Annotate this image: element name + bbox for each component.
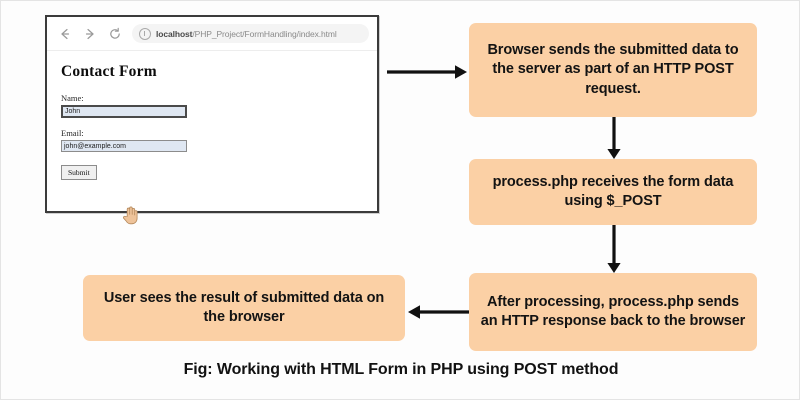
arrow-right-icon[interactable] bbox=[80, 24, 99, 43]
hand-pointer-icon bbox=[122, 205, 139, 225]
email-input[interactable]: john@example.com bbox=[61, 140, 187, 152]
browser-toolbar: localhost/PHP_Project/FormHandling/index… bbox=[47, 17, 377, 51]
arrow-box1-to-box2 bbox=[605, 117, 623, 166]
flow-box-after-processing: After processing, process.php sends an H… bbox=[469, 273, 757, 351]
info-circle-icon bbox=[139, 27, 151, 40]
flow-box-user-sees: User sees the result of submitted data o… bbox=[83, 275, 405, 341]
arrow-box2-to-box3 bbox=[605, 225, 623, 280]
arrow-left-icon[interactable] bbox=[55, 24, 74, 43]
arrow-box3-to-box4 bbox=[407, 303, 473, 326]
flow-box-process-receives: process.php receives the form data using… bbox=[469, 159, 757, 225]
browser-window-mockup: localhost/PHP_Project/FormHandling/index… bbox=[45, 15, 379, 225]
url-host: localhost bbox=[156, 28, 193, 39]
reload-icon[interactable] bbox=[105, 24, 124, 43]
name-input[interactable]: John bbox=[61, 105, 187, 118]
address-bar-url: localhost/PHP_Project/FormHandling/index… bbox=[156, 29, 337, 39]
address-bar[interactable]: localhost/PHP_Project/FormHandling/index… bbox=[132, 24, 369, 43]
browser-viewport: Contact Form Name: John Email: john@exam… bbox=[47, 51, 377, 180]
submit-button[interactable]: Submit bbox=[61, 165, 97, 180]
url-path: /PHP_Project/FormHandling/index.html bbox=[192, 28, 337, 39]
flow-box-browser-sends: Browser sends the submitted data to the … bbox=[469, 23, 757, 117]
name-field-label: Name: bbox=[61, 93, 84, 103]
arrow-browser-to-box1 bbox=[387, 63, 471, 86]
email-field-label: Email: bbox=[61, 128, 84, 138]
figure-caption: Fig: Working with HTML Form in PHP using… bbox=[183, 361, 619, 378]
page-title: Contact Form bbox=[61, 63, 157, 80]
